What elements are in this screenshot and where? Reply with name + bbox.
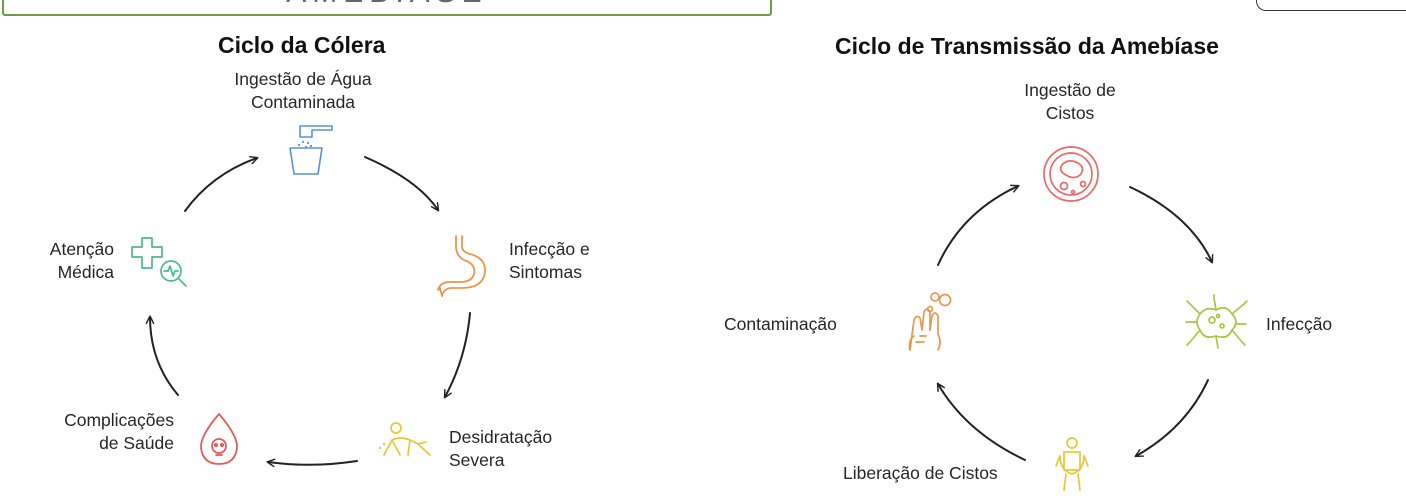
- step-label-contamination: Contaminação: [724, 314, 837, 334]
- medical-cross-monitor-icon: [131, 237, 187, 287]
- petri-dish-cyst-icon: [1043, 146, 1099, 202]
- water-tap-icon: [289, 125, 333, 175]
- step-label-health-complications: Complicações de Saúde: [64, 410, 174, 453]
- person-toilet-icon: [1055, 437, 1089, 491]
- arrow-dehydration-to-complications: [266, 458, 358, 468]
- step-label-cyst-release: Liberação de Cistos: [843, 463, 998, 483]
- arrow-infection-to-dehydration: [443, 312, 471, 399]
- top-right-box-fragment: [1256, 0, 1406, 11]
- cholera-cycle-title: Ciclo da Cólera: [218, 32, 386, 58]
- top-banner-text: AMEBÍASE: [286, 0, 487, 9]
- contaminated-hands-icon: [908, 292, 952, 351]
- step-label-medical-attention: Atenção Médica: [49, 239, 114, 282]
- arrow-ingestion-to-infection: [1129, 186, 1214, 264]
- step-label-water-ingestion: Ingestão de Água Contaminada: [234, 69, 372, 112]
- step-label-cyst-ingestion: Ingestão de Cistos: [1024, 80, 1116, 123]
- arrow-complications-to-attention: [145, 315, 179, 396]
- top-banner-fragment: AMEBÍASE: [2, 0, 772, 16]
- amebiasis-cycle-title: Ciclo de Transmissão da Amebíase: [835, 33, 1219, 59]
- arrow-release-to-contamination: [936, 382, 1026, 461]
- stomach-icon: [437, 235, 486, 297]
- collapsed-person-icon: [378, 422, 431, 456]
- blood-drop-skull-icon: [200, 413, 238, 465]
- step-label-infection: Infecção: [1266, 314, 1333, 334]
- step-label-severe-dehydration: Desidratação Severa: [449, 427, 553, 470]
- arrow-infection-to-release: [1134, 379, 1209, 458]
- arrow-attention-to-water: [184, 156, 259, 212]
- amoeba-icon: [1185, 294, 1248, 349]
- step-label-infection-symptoms: Infecção e Sintomas: [509, 239, 590, 282]
- arrow-water-to-infection: [364, 156, 440, 212]
- arrow-contamination-to-ingestion: [937, 184, 1020, 266]
